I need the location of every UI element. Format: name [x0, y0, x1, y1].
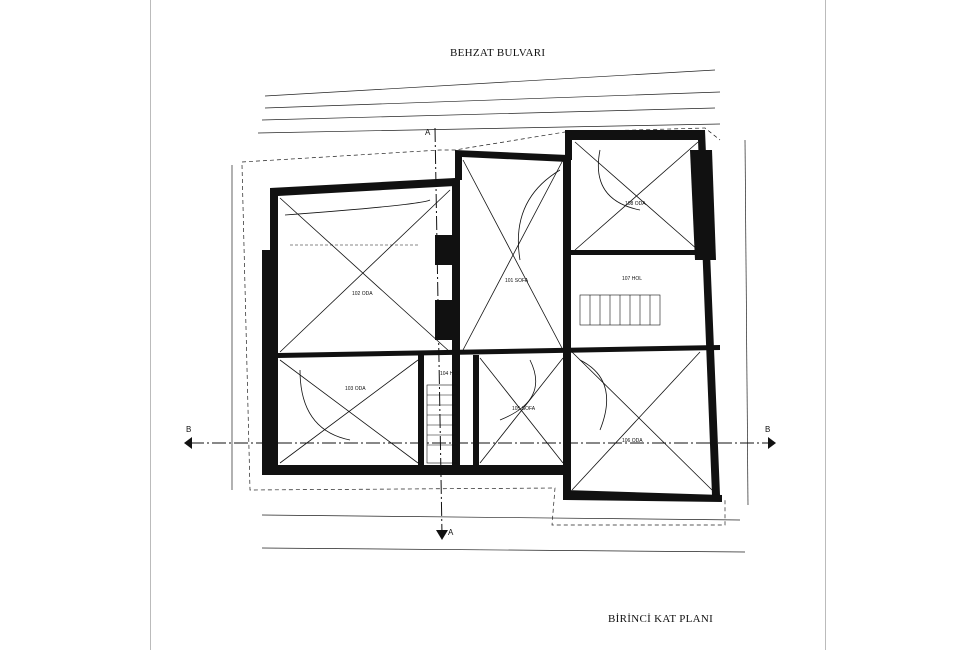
section-arrow-icon [184, 437, 192, 449]
drawing-frame [150, 0, 826, 650]
room-label: 106 ODA [622, 438, 643, 444]
room-label: 104 HOL [440, 371, 460, 377]
walls [262, 130, 722, 502]
section-marker-b-right: B [765, 425, 770, 434]
room-label: 102 ODA [352, 291, 373, 297]
stairs [290, 244, 661, 464]
room-label: 107 HOL [622, 276, 642, 282]
section-marker-b-left: B [186, 425, 191, 434]
room-diagonals [279, 141, 713, 491]
room-label: 101 SOFA [505, 278, 529, 284]
plan-title: BİRİNCİ KAT PLANI [608, 613, 714, 625]
section-lines [190, 127, 770, 536]
room-labels: 102 ODA 101 SOFA 108 ODA 107 HOL 103 ODA… [345, 201, 646, 444]
section-marker-a-bottom: A [448, 528, 454, 537]
section-arrow-icon [768, 437, 776, 449]
room-label: 103 ODA [345, 386, 366, 392]
street-label: BEHZAT BULVARI [450, 47, 546, 59]
room-label: 105 SOFA [512, 406, 536, 412]
section-marker-a-top: A [425, 128, 431, 137]
dimension-lines [231, 69, 749, 553]
room-label: 108 ODA [625, 201, 646, 207]
section-arrow-icon [436, 530, 448, 540]
